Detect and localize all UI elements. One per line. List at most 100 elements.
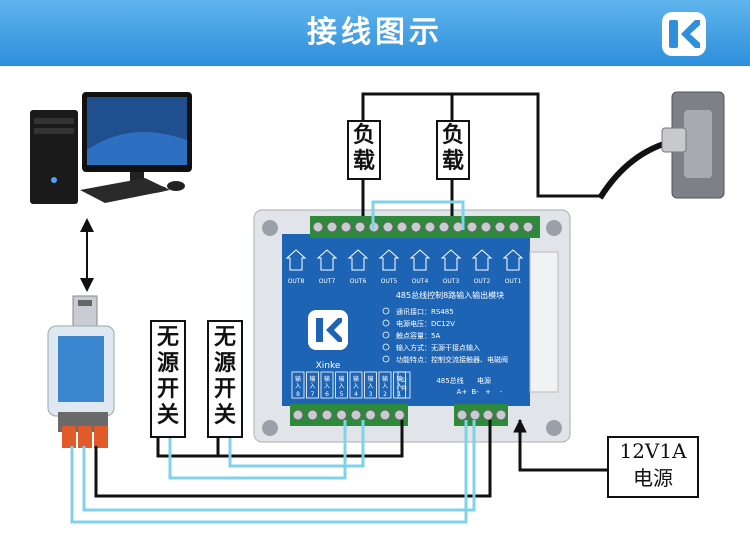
terminal-label: - <box>500 388 503 396</box>
output-label: OUT2 <box>474 278 491 285</box>
computer-icon <box>30 92 192 204</box>
terminal-screw <box>469 409 481 421</box>
terminal-label: + <box>485 388 491 396</box>
input-char: 输 <box>309 375 315 383</box>
relay-arrow-icon <box>440 249 462 271</box>
terminal-screw <box>522 221 534 233</box>
terminal-screw <box>292 409 304 421</box>
input-char: 入 <box>382 383 388 390</box>
spec-line: 通讯接口：RS485 <box>396 307 454 316</box>
input-char: 入 <box>309 383 315 390</box>
input-char: 入 <box>324 383 330 390</box>
input-box <box>378 371 392 399</box>
terminal-screw <box>365 409 376 421</box>
load-label-1: 负载 <box>347 120 381 180</box>
input-box <box>349 371 363 399</box>
module-specs: 通讯接口：RS485电源电压：DC12V触点容量：5A输入方式：无源干接点输入功… <box>382 307 508 364</box>
input-char: 输 <box>382 375 388 383</box>
input-char: 入 <box>295 383 301 390</box>
terminal-screw <box>438 221 450 233</box>
output-label: OUT6 <box>350 278 367 285</box>
input-char: 入 <box>367 383 373 390</box>
terminal-screw <box>336 409 347 421</box>
bidirectional-arrow-icon <box>80 218 94 292</box>
usb-485-converter <box>47 295 115 448</box>
switch-label-2: 无源开关 <box>207 320 243 438</box>
terminal-screw <box>379 409 391 421</box>
terminal-screw <box>495 409 507 421</box>
terminal-screw <box>326 221 338 233</box>
spec-bullet-icon <box>382 343 390 351</box>
relay-arrow-icon <box>285 249 307 271</box>
terminal-screw <box>482 409 494 421</box>
relay-arrow-icon <box>471 249 493 271</box>
power-supply-label: 12V1A 电源 <box>607 436 699 498</box>
psu-rating: 12V1A <box>619 439 687 463</box>
psu-name: 电源 <box>633 466 673 490</box>
terminal-screw <box>354 221 366 233</box>
load-2-text: 负载 <box>441 122 464 174</box>
input-box <box>306 371 319 399</box>
output-label: OUT8 <box>288 278 305 285</box>
input-box <box>335 371 348 399</box>
terminal-label: B- <box>471 388 479 396</box>
spec-line: 电源电压：DC12V <box>396 319 455 328</box>
input-number: 6 <box>325 391 329 398</box>
output-label: OUT4 <box>412 278 429 285</box>
wiring-lines <box>70 92 607 524</box>
input-char: 输 <box>396 375 402 383</box>
terminal-screw <box>494 221 506 233</box>
module-title: 485总线控制8路输入输出模块 <box>396 290 504 300</box>
terminal-screw <box>508 221 520 233</box>
input-number: 8 <box>296 391 300 398</box>
terminal-screw <box>382 221 394 233</box>
terminal-screw <box>307 409 318 421</box>
spec-bullet-icon <box>382 355 390 363</box>
switch-1-text: 无源开关 <box>156 324 179 428</box>
logo-k-icon <box>669 20 700 48</box>
input-number: 3 <box>369 391 373 398</box>
input-number: 5 <box>340 391 344 398</box>
switch-2-text: 无源开关 <box>213 324 236 428</box>
load-1-text: 负载 <box>352 122 375 174</box>
module-brand: Xinke <box>316 361 341 371</box>
input-box <box>320 371 334 399</box>
spec-bullet-icon <box>382 331 390 339</box>
gnd-box <box>397 371 411 399</box>
switch-label-1: 无源开关 <box>150 320 186 438</box>
page-title: 接线图示 <box>307 15 443 50</box>
input-box <box>291 371 305 399</box>
input-char: 入 <box>396 383 402 390</box>
terminal-screw <box>466 221 478 233</box>
output-label: OUT7 <box>319 278 336 285</box>
input-char: 输 <box>367 375 373 383</box>
bus-terminals: A+B- + - <box>457 388 503 396</box>
title-banner <box>0 0 750 66</box>
terminal-screw <box>396 221 408 233</box>
spec-bullet-icon <box>382 319 390 327</box>
output-label: OUT5 <box>381 278 398 285</box>
input-terminals <box>292 409 507 421</box>
module-logo <box>308 310 348 350</box>
terminal-screw <box>394 409 405 421</box>
relay-arrow-icon <box>409 249 431 271</box>
terminal-screw <box>410 221 422 233</box>
terminal-screw <box>312 221 324 233</box>
input-number: 2 <box>383 391 387 398</box>
input-number: 4 <box>354 391 358 398</box>
output-label: OUT3 <box>443 278 460 285</box>
input-char: 输 <box>338 375 344 383</box>
power-label: 电源 <box>477 376 491 385</box>
load-label-2: 负载 <box>436 120 470 180</box>
terminal-screw <box>350 409 362 421</box>
terminal-screw <box>480 221 492 233</box>
terminal-label: A+ <box>457 388 468 396</box>
input-box <box>364 371 377 399</box>
terminal-screw <box>321 409 333 421</box>
input-char: 入 <box>338 383 344 390</box>
relay-arrow-icon <box>502 249 524 271</box>
spec-line: 触点容量：5A <box>396 331 440 340</box>
wall-socket-icon <box>597 91 725 200</box>
